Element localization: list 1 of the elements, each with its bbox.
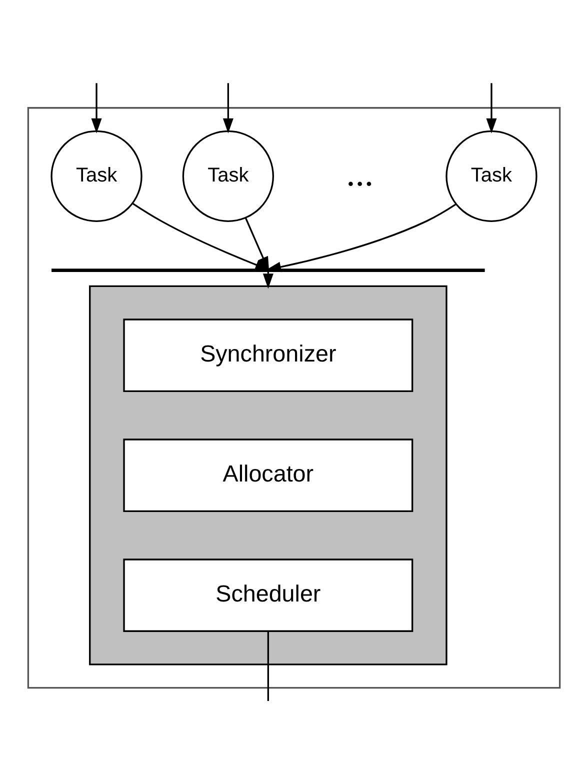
label: ... <box>346 152 374 194</box>
